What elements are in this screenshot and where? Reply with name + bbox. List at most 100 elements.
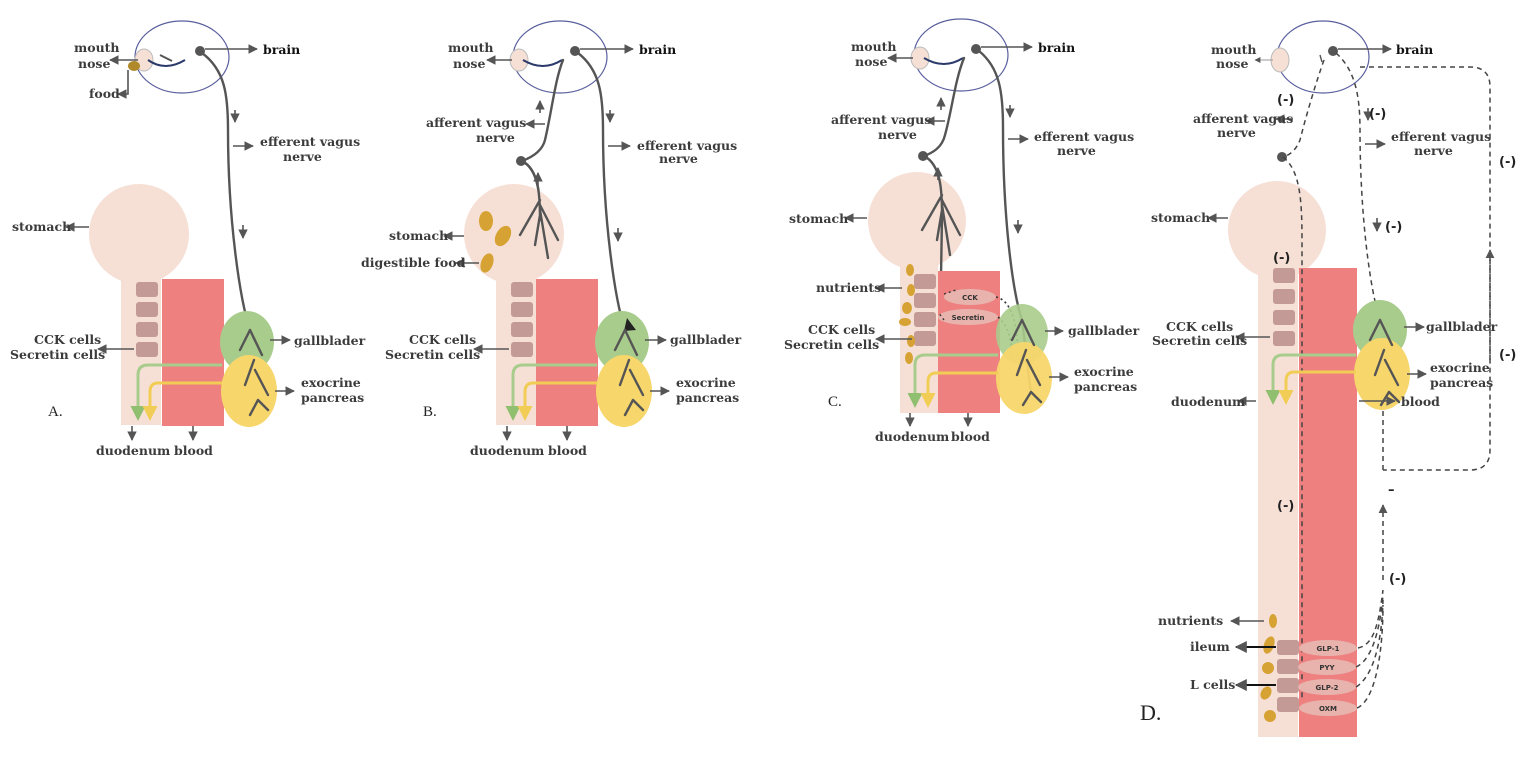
blood-label: blood (1401, 394, 1440, 409)
nutrient-particle (1263, 636, 1275, 654)
cck-hormone (944, 289, 996, 305)
pancreas-shape (596, 355, 652, 427)
mouth-label: mouth (448, 40, 494, 55)
afferent-label-1: afferent vagus (426, 115, 526, 130)
secretin-hormone (938, 309, 998, 325)
mouth-label: mouth (851, 39, 897, 54)
nutrients-label: nutrients (816, 280, 881, 295)
food-label: food (89, 86, 120, 101)
brain-label: brain (1396, 42, 1433, 57)
efferent-label-1: efferent vagus (1034, 129, 1134, 144)
stomach-shape (89, 184, 189, 284)
gallbladder-shape (220, 311, 274, 373)
cck-label: CCK cells (808, 322, 875, 337)
cck-cell (1273, 310, 1295, 325)
l-cell (1277, 697, 1299, 712)
mouth-nose-shape (1270, 47, 1290, 73)
inhibition-mark: (-) (1499, 348, 1516, 363)
panel-d: brain mouth nose afferent vagus nerve ef… (1140, 20, 1516, 737)
cck-cell (1273, 289, 1295, 304)
hormone-signal (1356, 604, 1384, 709)
nutrient-particle (906, 264, 914, 276)
oral-nerve (522, 59, 563, 67)
inhibition-mark: (-) (1277, 499, 1294, 514)
panel-c: brain mouth nose afferent vagus nerve ef… (784, 18, 1140, 444)
afferent-label-2: nerve (878, 127, 917, 142)
glp1-label: GLP-1 (1317, 645, 1340, 653)
pancreas-label-1: exocrine (301, 375, 361, 390)
pancreas-label-1: exocrine (1074, 364, 1134, 379)
cck-label: CCK cells (409, 332, 476, 347)
mouth-nose-shape (910, 46, 930, 70)
nose-label: nose (855, 54, 887, 69)
pancreas-label-2: pancreas (676, 390, 739, 405)
stomach-label: stomach (1151, 210, 1210, 225)
cck-cell (511, 302, 533, 317)
feedback-loop (1360, 66, 1491, 471)
blood-label: blood (951, 429, 990, 444)
blood-vessel (536, 279, 598, 426)
minus-mark: – (1388, 483, 1395, 498)
duodenum-label: duodenum (470, 443, 544, 458)
oral-nerve (147, 59, 186, 67)
nutrient-particle (1269, 614, 1277, 628)
nose-label: nose (1216, 56, 1248, 71)
cck-cell (136, 322, 158, 337)
cck-cell (136, 282, 158, 297)
brain-node (1328, 46, 1338, 56)
nerve-branches (1010, 318, 1043, 407)
l-cell (1277, 678, 1299, 693)
pancreas-shape (1354, 338, 1410, 410)
efferent-label-1: efferent vagus (260, 134, 360, 149)
oxm-label: OXM (1319, 705, 1337, 713)
glp2-label: GLP-2 (1316, 684, 1339, 692)
afferent-label-2: nerve (1217, 125, 1256, 140)
nerve-branches (613, 328, 645, 417)
nutrient-particle (907, 335, 915, 347)
duodenum-label: duodenum (1171, 394, 1245, 409)
brain-label: brain (263, 42, 300, 57)
efferent-label-1: efferent vagus (637, 138, 737, 153)
afferent-dashed-path (1282, 156, 1303, 700)
afferent-vagus-nerve (922, 56, 966, 158)
pancreas-label-2: pancreas (1074, 379, 1137, 394)
cck-cell (1273, 268, 1295, 283)
cck-cell (914, 312, 936, 327)
cck-cell (511, 282, 533, 297)
cck-cell (136, 302, 158, 317)
pancreas-label-2: pancreas (301, 390, 364, 405)
duodenum-label: duodenum (96, 443, 170, 458)
gallbladder-shape (595, 311, 649, 373)
cck-hormone-label: CCK (962, 294, 978, 302)
inhibition-mark: (-) (1499, 155, 1516, 170)
oral-nerve (923, 57, 964, 65)
secretin-label: Secretin cells (385, 347, 480, 362)
stomach-shape (868, 172, 966, 270)
inhibition-mark: (-) (1389, 572, 1406, 587)
hormone-signal (1355, 599, 1384, 688)
gallbladder-label: gallblader (1426, 319, 1498, 334)
l-cell (1277, 659, 1299, 674)
duodenum-label: duodenum (875, 429, 949, 444)
panel-c-label: C. (828, 394, 842, 410)
oxm-hormone (1299, 700, 1357, 716)
nutrient-particle (902, 302, 912, 314)
cck-cell (136, 342, 158, 357)
efferent-label-2: nerve (283, 149, 322, 164)
head-outline (1276, 20, 1370, 94)
brain-label: brain (1038, 40, 1075, 55)
stomach-label: stomach (389, 228, 448, 243)
gallbladder-label: gallblader (1068, 323, 1140, 338)
mouth-label: mouth (1211, 42, 1257, 57)
afferent-vagus-nerve (1282, 59, 1325, 158)
gallbladder-label: gallblader (294, 333, 366, 348)
l-cell (1277, 640, 1299, 655)
panel-a: brain mouth nose food efferent vagus ner… (10, 20, 366, 458)
panel-b: brain mouth nose afferent vagus nerve ef… (361, 20, 742, 458)
stomach-label: stomach (789, 211, 848, 226)
efferent-label-2: nerve (1414, 143, 1453, 158)
afferent-branches (518, 159, 560, 260)
blood-label: blood (174, 443, 213, 458)
cck-cell (1273, 331, 1295, 346)
